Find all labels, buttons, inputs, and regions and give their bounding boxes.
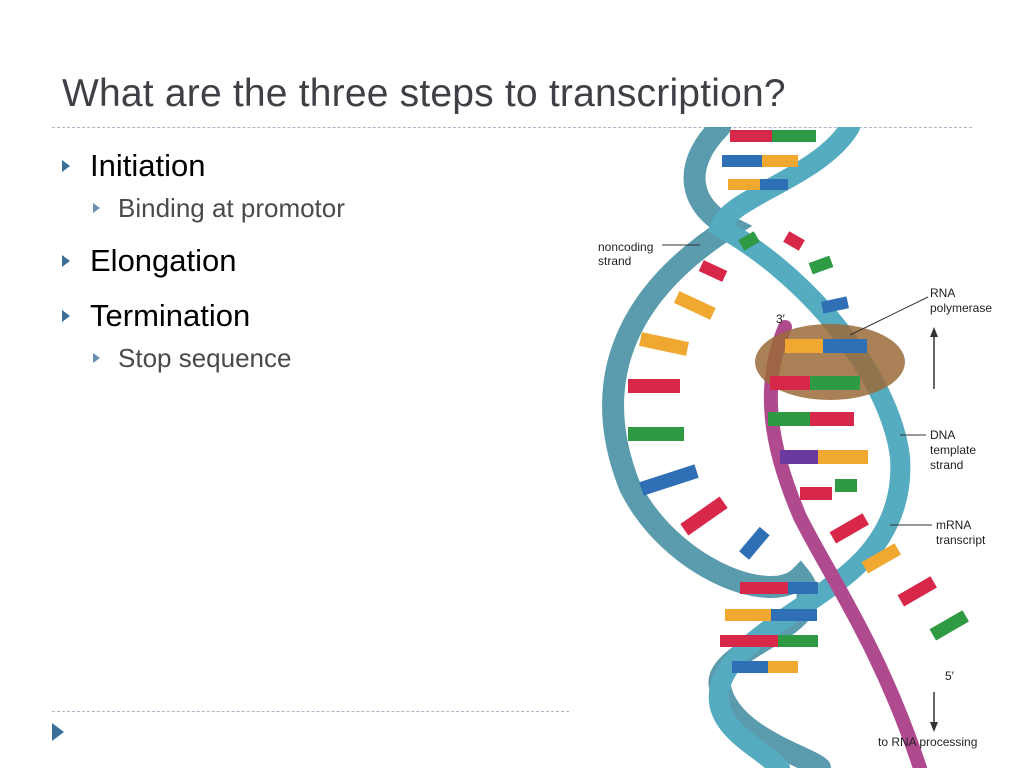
label-three-prime: 3′ [776,312,786,326]
footer-divider [52,711,569,712]
bullet-arrow-icon [62,159,70,172]
svg-text:strand: strand [598,254,631,268]
sub-bullet-stop: Stop sequence [62,338,582,378]
bullet-text: Stop sequence [118,342,292,373]
label-rna-processing: to RNA processing [878,735,977,749]
bullet-text: Binding at promotor [118,192,345,223]
bullet-arrow-icon [62,254,70,267]
bullet-termination: Termination [62,293,582,338]
bullet-text: Initiation [90,147,206,183]
label-mrna: mRNA transcript [890,518,986,547]
bullet-initiation: Initiation [62,143,582,188]
label-template: DNA template strand [900,428,976,472]
sub-bullet-binding: Binding at promotor [62,188,582,228]
title-divider [52,127,972,128]
bullet-arrow-icon [93,203,100,213]
slide-title: What are the three steps to transcriptio… [62,72,786,115]
bullet-list: Initiation Binding at promotor Elongatio… [62,143,582,378]
label-five-prime: 5′ [945,669,955,683]
slide-nav-arrow-icon[interactable] [52,723,64,741]
bullet-elongation: Elongation [62,238,582,283]
svg-text:DNA: DNA [930,428,955,442]
svg-text:transcript: transcript [936,533,986,547]
bullet-text: Elongation [90,242,237,278]
svg-text:template: template [930,443,976,457]
mrna-bases [829,513,969,641]
svg-text:polymerase: polymerase [930,301,992,315]
template-bases [768,255,868,500]
bullet-arrow-icon [62,309,70,322]
svg-text:strand: strand [930,458,963,472]
noncoding-bases [628,231,805,560]
label-noncoding: noncoding strand [598,240,700,268]
svg-text:RNA: RNA [930,286,955,300]
bullet-text: Termination [90,297,251,333]
base-pairs-top [722,130,816,190]
svg-text:noncoding: noncoding [598,240,653,254]
template-dna-strand [707,127,911,768]
bullet-arrow-icon [93,353,100,363]
dna-transcription-diagram: noncoding strand 3′ RNA polymerase DNA t… [598,127,992,768]
svg-text:mRNA: mRNA [936,518,971,532]
label-polymerase: RNA polymerase [849,286,992,389]
base-pairs-bottom [720,582,818,673]
